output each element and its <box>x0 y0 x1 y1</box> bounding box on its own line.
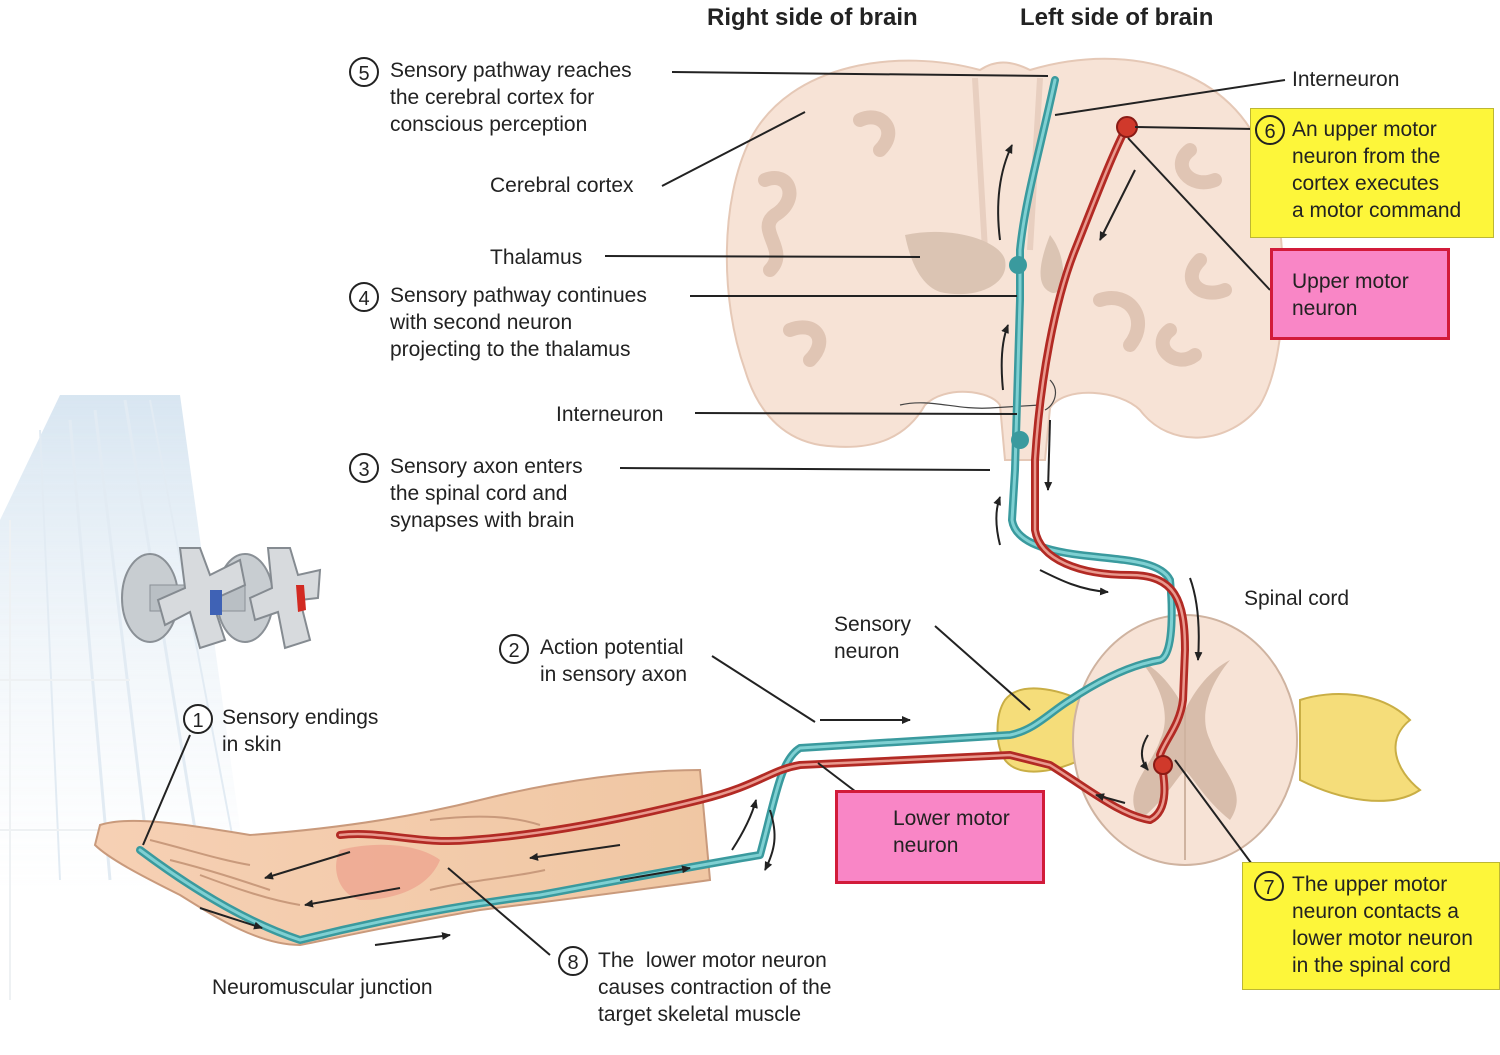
step-3-text: Sensory axon enters the spinal cord and … <box>390 453 583 534</box>
step-3-line-2: the spinal cord and <box>390 482 568 505</box>
step-2-text: Action potential in sensory axon <box>540 634 687 688</box>
step-7-badge: 7 <box>1254 871 1284 901</box>
lower-motor-neuron-line-1: Lower motor <box>893 807 1010 830</box>
lower-motor-neuron-box <box>835 790 1045 884</box>
step-6-line-3: cortex executes <box>1292 172 1440 195</box>
step-8-text: The lower motor neuron causes contractio… <box>598 947 831 1028</box>
brain-section-illustration <box>725 57 1285 461</box>
step-7-text: The upper motor neuron contacts a lower … <box>1292 871 1473 979</box>
label-interneuron-cortex: Interneuron <box>1292 68 1400 91</box>
step-1-badge: 1 <box>183 704 213 734</box>
sensory-neuron-line-1: Sensory <box>834 613 912 636</box>
step-7-line-3: lower motor neuron <box>1292 927 1473 950</box>
step-3-badge: 3 <box>349 453 379 483</box>
header-left-side-of-brain: Left side of brain <box>1020 4 1214 31</box>
step-2-line-1: Action potential <box>540 636 684 659</box>
label-interneuron-spinal: Interneuron <box>556 403 664 426</box>
motor-pathway <box>336 116 1189 846</box>
label-sensory-neuron: Sensory neuron <box>834 611 911 665</box>
upper-motor-neuron-line-2: neuron <box>1292 297 1358 320</box>
step-1-line-2: in skin <box>222 733 282 756</box>
shower-spray <box>0 395 250 900</box>
lower-motor-neuron-line-2: neuron <box>893 834 959 857</box>
step-7-line-4: in the spinal cord <box>1292 954 1451 977</box>
step-7-line-1: The upper motor <box>1292 873 1448 896</box>
step-1-line-1: Sensory endings <box>222 706 379 729</box>
upper-motor-neuron-line-1: Upper motor <box>1292 270 1409 293</box>
step-5-text: Sensory pathway reaches the cerebral cor… <box>390 57 632 138</box>
direction-arrows <box>199 144 1203 946</box>
step-5-line-1: Sensory pathway reaches <box>390 59 632 82</box>
upper-motor-neuron-text: Upper motor neuron <box>1292 268 1409 322</box>
step-4-line-3: projecting to the thalamus <box>390 338 631 361</box>
step-2-line-2: in sensory axon <box>540 663 688 686</box>
step-8-line-3: target skeletal muscle <box>598 1003 802 1026</box>
step-4-badge: 4 <box>349 282 379 312</box>
sensory-neuron-line-2: neuron <box>834 640 900 663</box>
step-7-highlight-box <box>1242 862 1500 990</box>
spinal-cord-section-illustration <box>996 614 1422 866</box>
step-6-line-2: neuron from the <box>1292 145 1441 168</box>
step-6-text: An upper motor neuron from the cortex ex… <box>1292 116 1461 224</box>
leader-lines <box>142 71 1286 956</box>
step-6-line-4: a motor command <box>1292 199 1462 222</box>
label-thalamus: Thalamus <box>490 246 583 269</box>
step-5-line-2: the cerebral cortex for <box>390 86 595 109</box>
lower-motor-neuron-text: Lower motor neuron <box>893 805 1010 859</box>
step-6-highlight-box <box>1250 108 1494 238</box>
label-neuromuscular-junction: Neuromuscular junction <box>212 976 433 999</box>
upper-motor-neuron-box <box>1270 248 1450 340</box>
step-3-line-1: Sensory axon enters <box>390 455 583 478</box>
step-5-badge: 5 <box>349 57 379 87</box>
step-8-badge: 8 <box>558 946 588 976</box>
step-3-line-3: synapses with brain <box>390 509 575 532</box>
step-4-line-2: with second neuron <box>390 311 573 334</box>
sensory-pathway <box>136 76 1176 944</box>
hand-arm-illustration <box>93 768 712 947</box>
step-1-text: Sensory endings in skin <box>222 704 378 758</box>
step-2-badge: 2 <box>499 634 529 664</box>
label-spinal-cord: Spinal cord <box>1244 587 1350 610</box>
shower-faucet-icon <box>121 547 322 650</box>
step-8-line-2: causes contraction of the <box>598 976 832 999</box>
label-cerebral-cortex: Cerebral cortex <box>490 174 634 197</box>
step-4-line-1: Sensory pathway continues <box>390 284 647 307</box>
step-6-line-1: An upper motor <box>1292 118 1437 141</box>
step-5-line-3: conscious perception <box>390 113 588 136</box>
step-7-line-2: neuron contacts a <box>1292 900 1459 923</box>
header-right-side-of-brain: Right side of brain <box>707 4 918 31</box>
step-4-text: Sensory pathway continues with second ne… <box>390 282 647 363</box>
step-8-line-1: The lower motor neuron <box>598 949 827 972</box>
step-6-badge: 6 <box>1255 115 1285 145</box>
